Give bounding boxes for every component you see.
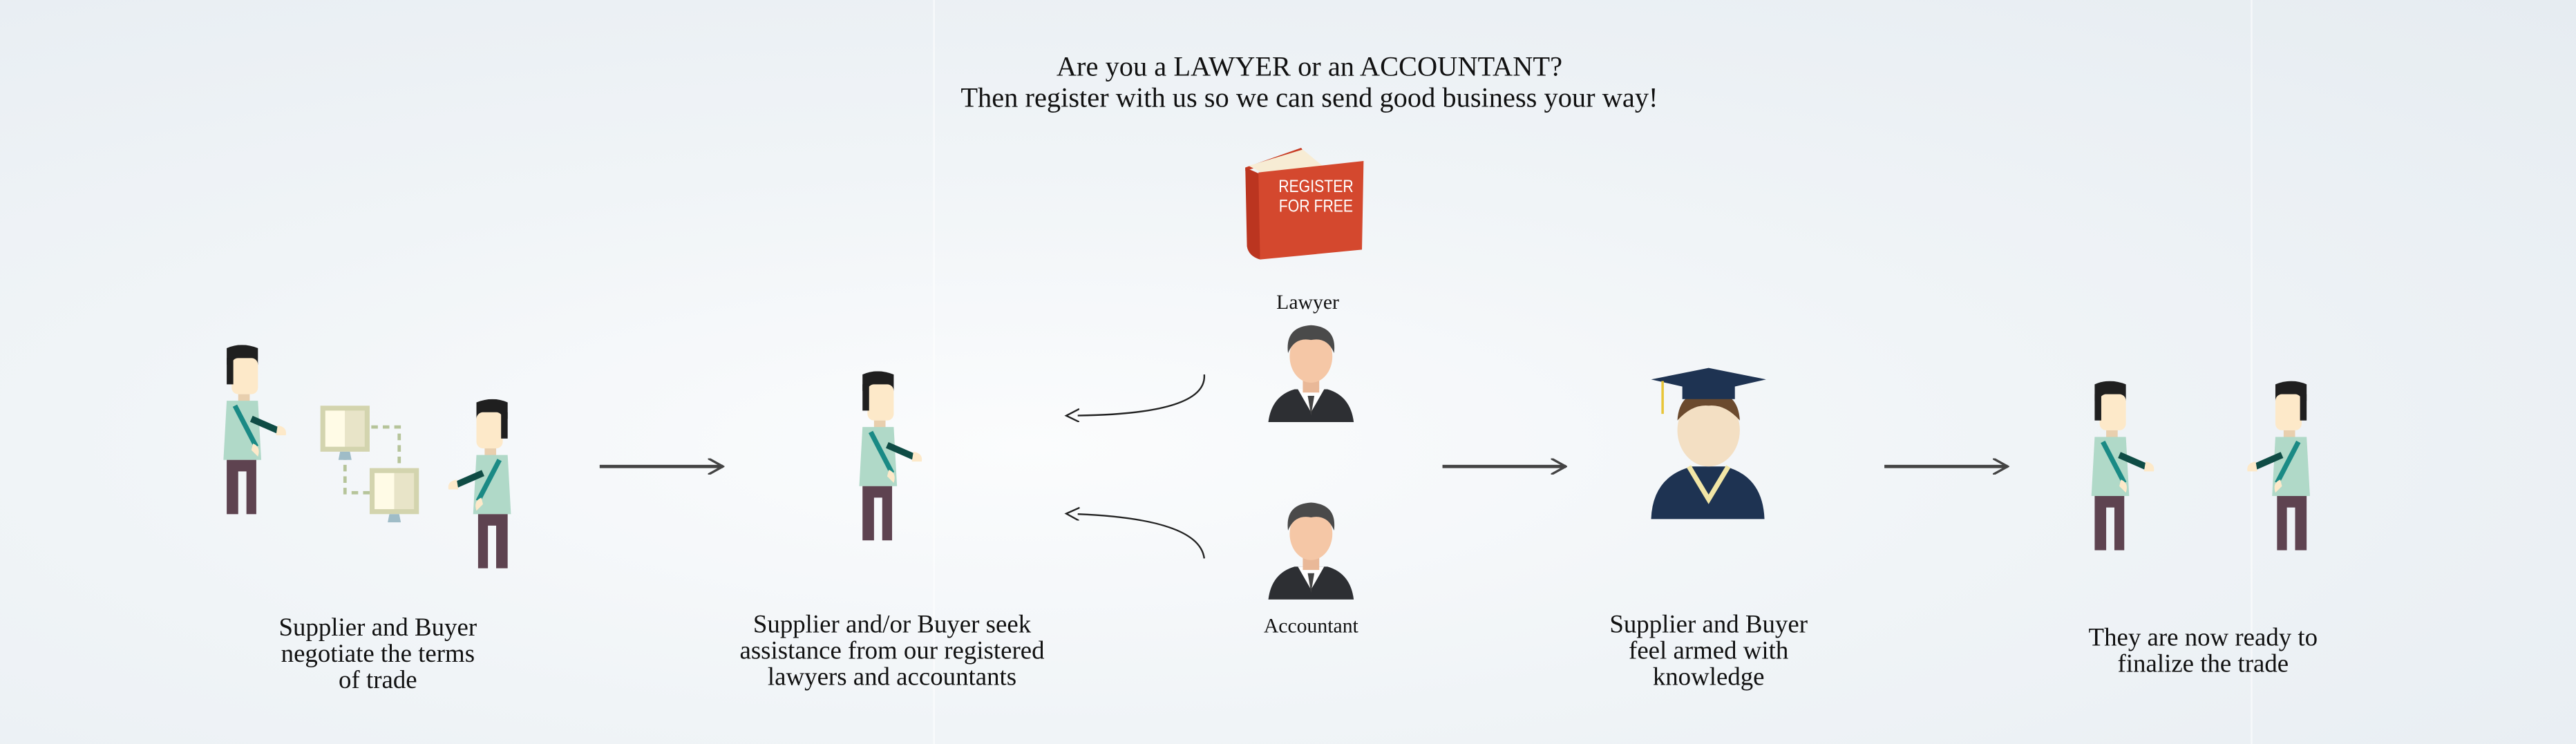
buyer-ready-figure [2229, 381, 2311, 554]
book-label-line2: FOR FREE [1278, 197, 1354, 217]
accountant-label: Accountant [1263, 614, 1358, 638]
divider [2251, 0, 2253, 744]
divider [933, 0, 935, 744]
supplier-figure [222, 345, 304, 517]
curved-arrow-accountant [1078, 514, 1205, 559]
book-label-line1: REGISTER [1278, 177, 1354, 198]
lawyer-label: Lawyer [1276, 290, 1339, 314]
headline: Are you a LAWYER or an ACCOUNTANT? [1056, 50, 1563, 82]
curved-arrow-lawyer [1078, 374, 1205, 415]
seeker-figure [858, 371, 940, 544]
book-icon [1245, 147, 1364, 260]
supplier-ready-figure [2090, 381, 2172, 554]
graduate-icon [1651, 368, 1766, 519]
monitors-icon [320, 406, 419, 523]
subheadline: Then register with us so we can send goo… [960, 82, 1658, 114]
buyer-figure [430, 399, 513, 572]
